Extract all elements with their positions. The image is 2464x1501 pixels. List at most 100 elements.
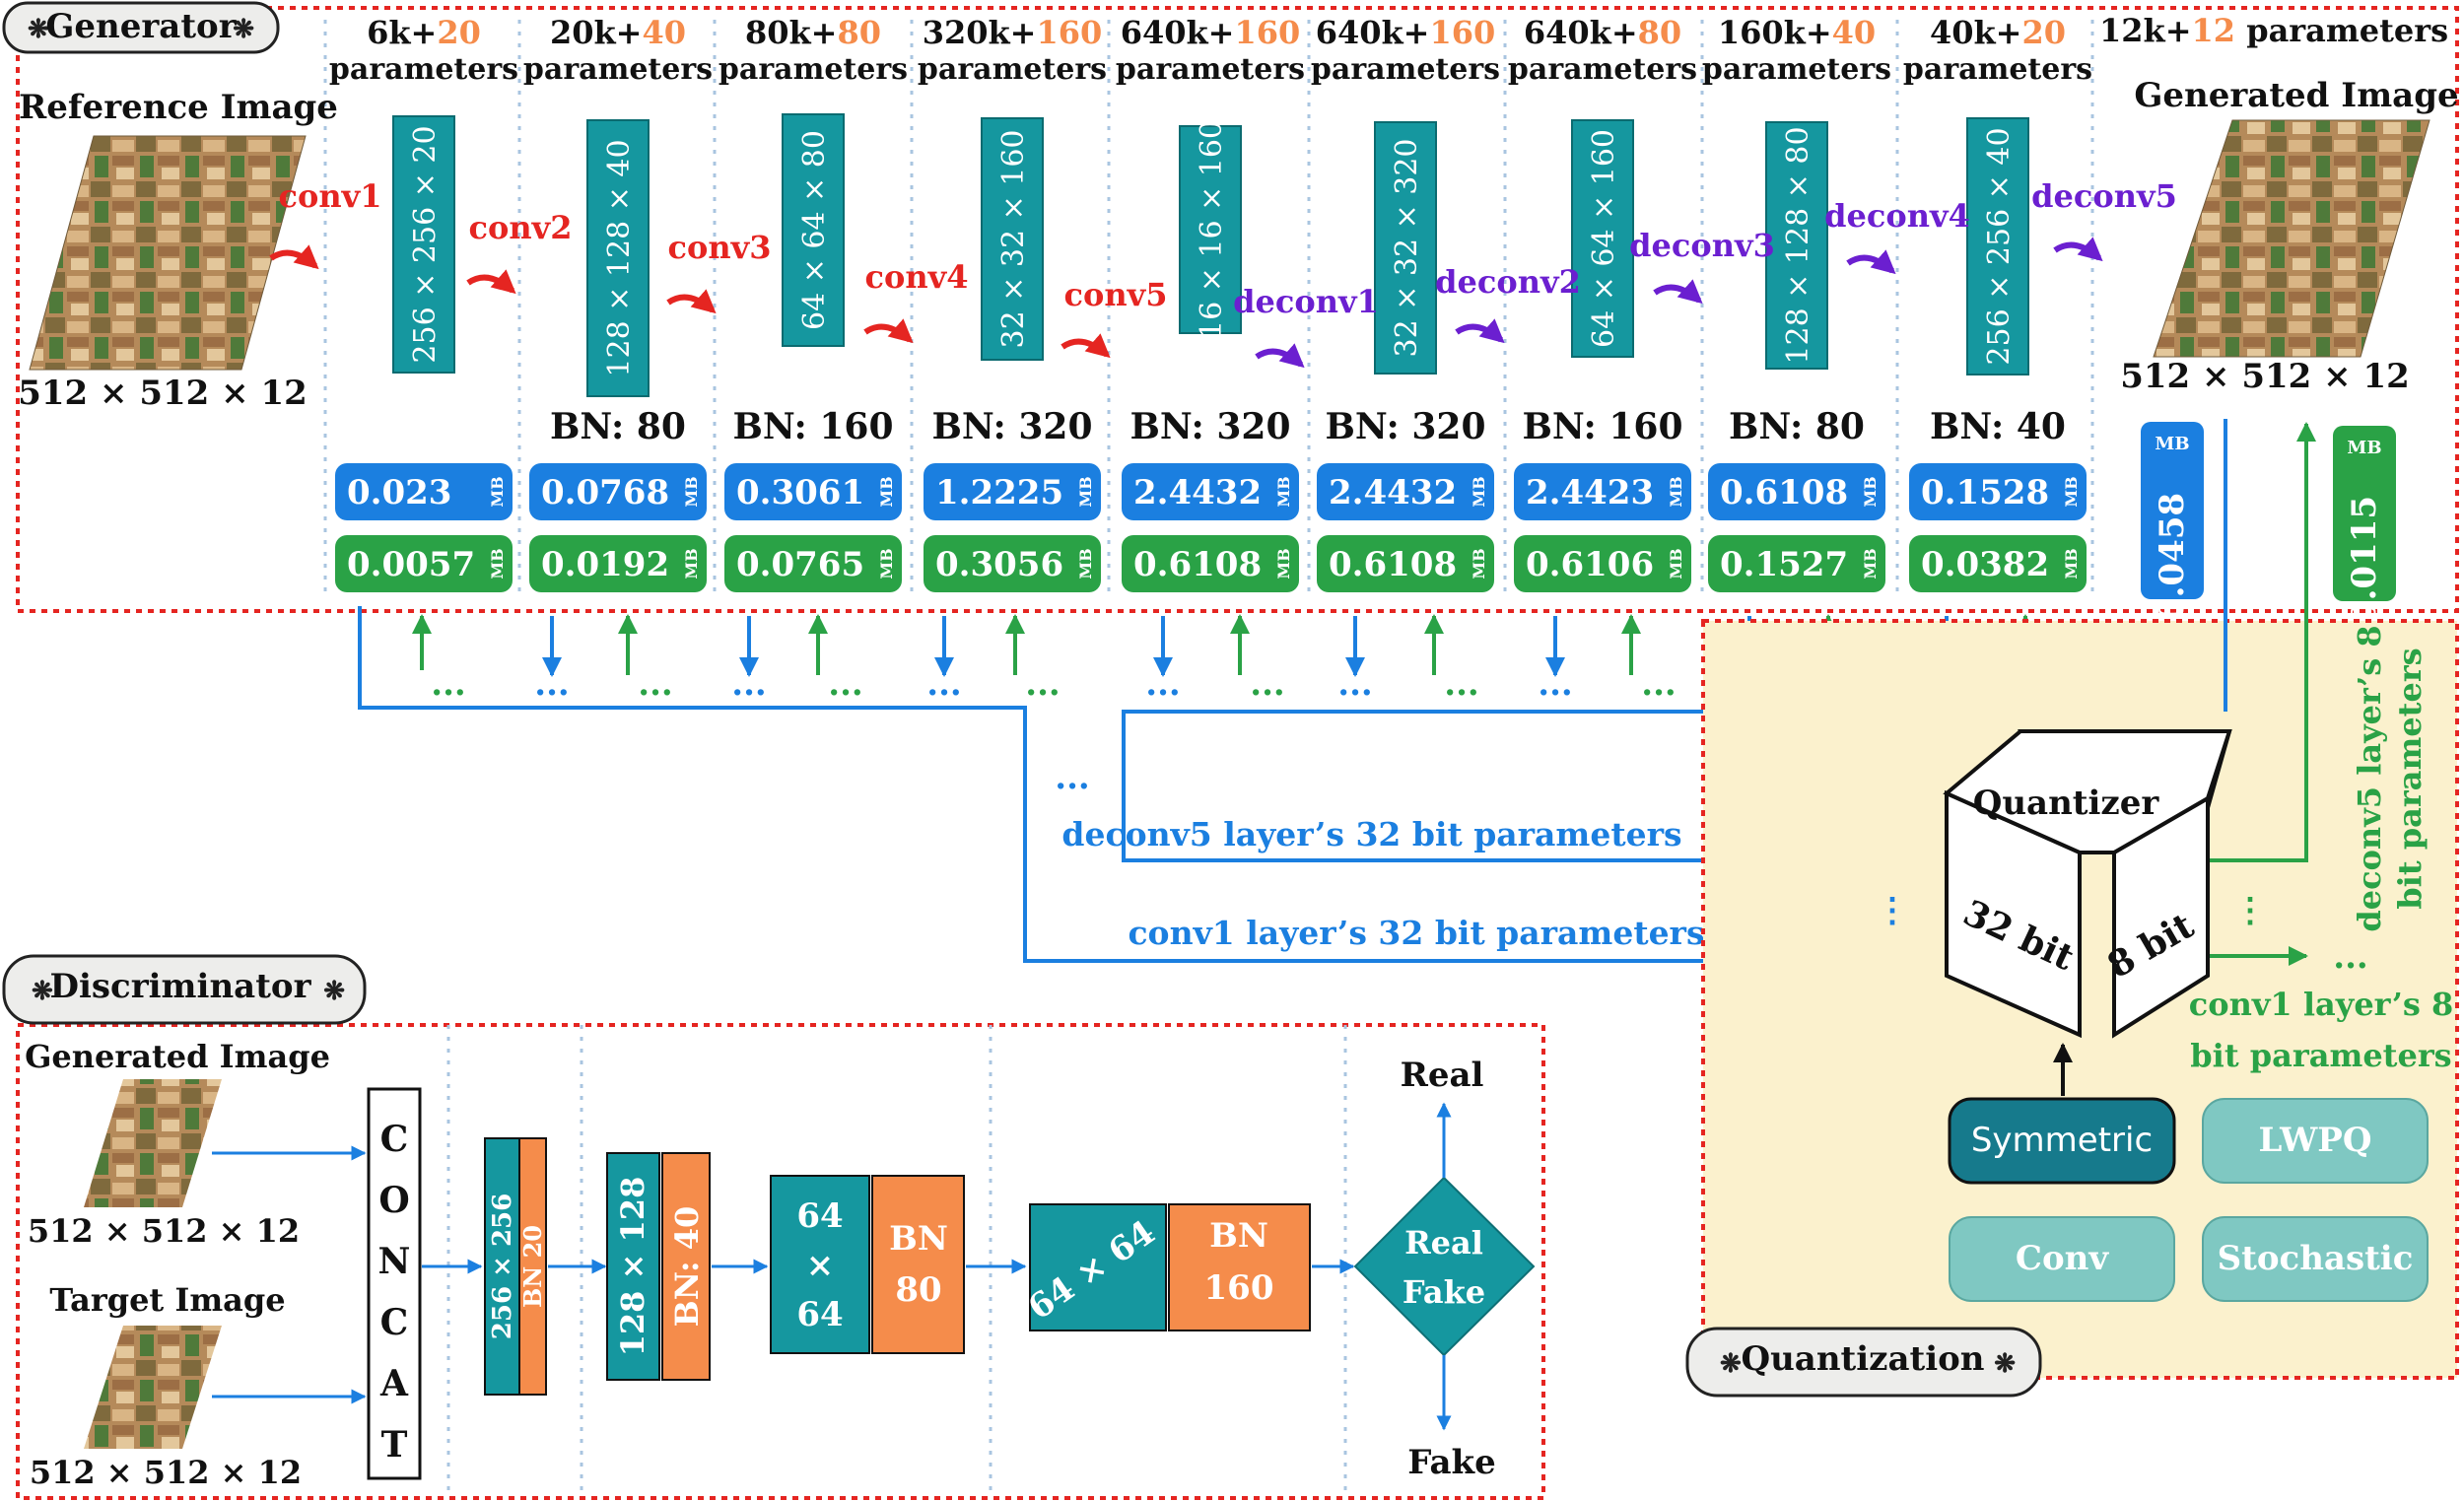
svg-text:...: ... xyxy=(431,664,466,704)
mb-32bit-value: 0.023 xyxy=(347,473,451,512)
mb-8bit-badge xyxy=(924,535,1101,592)
feature-map-size: 16 × 16 × 160 xyxy=(1195,120,1229,339)
feature-map-size: 256 × 256 × 20 xyxy=(408,125,443,363)
layer-params-header: 80k+80 xyxy=(745,14,881,51)
layer-params-header: 6k+20 xyxy=(367,14,481,51)
svg-text:...: ... xyxy=(1337,664,1373,704)
vertical-ellipsis-left: ⋮ xyxy=(1876,891,1909,930)
feature-map-size: 32 × 32 × 320 xyxy=(1390,138,1424,357)
mb-32bit-value: 1.2225 xyxy=(935,473,1063,512)
svg-text:...: ... xyxy=(2333,937,2368,977)
layer-params-word: parameters xyxy=(523,52,713,87)
mb-8bit-value: 0.1527 xyxy=(1720,545,1848,584)
generator-column-dividers xyxy=(323,20,2094,596)
svg-text:Fake: Fake xyxy=(1403,1273,1485,1311)
generated-image-label: Generated Image xyxy=(2134,76,2458,115)
svg-text:256 × 256: 256 × 256 xyxy=(488,1194,517,1339)
operation-label: conv2 xyxy=(469,209,573,246)
operation-label: deconv3 xyxy=(1629,227,1775,264)
feature-map-block xyxy=(981,117,1044,361)
layer-params-word: parameters xyxy=(1508,52,1697,87)
batchnorm-label: BN: 320 xyxy=(931,406,1092,447)
quantizer-label: Quantizer xyxy=(1973,784,2160,823)
feature-map-block xyxy=(1571,119,1634,358)
operation-arrow xyxy=(269,244,319,270)
mb-32bit-value: 2.4423 xyxy=(1526,473,1654,512)
svg-text:MB: MB xyxy=(1274,548,1293,579)
operation-arrow xyxy=(666,289,717,314)
deconv5-8bit-link xyxy=(2208,422,2316,862)
svg-text:...: ... xyxy=(534,664,570,704)
batchnorm-label: BN: 80 xyxy=(550,406,686,447)
feature-map-block xyxy=(782,113,845,347)
mb-32bit-badge xyxy=(724,463,902,520)
svg-text:MB: MB xyxy=(1667,548,1685,579)
mb-8bit-value: 0.6108 xyxy=(1133,545,1262,584)
last-params-header: 12k+12 parameters xyxy=(2099,12,2448,49)
mb-32bit-value: 0.1528 xyxy=(1921,473,2049,512)
svg-text:MB: MB xyxy=(2155,434,2189,454)
layer-params-word: parameters xyxy=(1311,52,1500,87)
svg-text:MB: MB xyxy=(2062,548,2081,579)
last-mb-blue-value: 0.0458 xyxy=(2153,493,2192,621)
svg-text:Stochastic: Stochastic xyxy=(2218,1239,2414,1278)
operation-arrow xyxy=(863,318,914,344)
mb-32bit-badge xyxy=(1514,463,1691,520)
generator-title: Generator xyxy=(45,7,237,46)
layer-params-word: parameters xyxy=(1116,52,1305,87)
conv1-32bit-label: conv1 layer’s 32 bit parameters xyxy=(1128,914,1704,952)
svg-text:64: 64 xyxy=(796,1295,843,1334)
layer-params-word: parameters xyxy=(719,52,908,87)
disc-block-3: 64 × 64 BN 80 xyxy=(770,1175,965,1354)
svg-text:...: ... xyxy=(1250,664,1285,704)
svg-text:MB: MB xyxy=(488,476,507,507)
layer-params-word: parameters xyxy=(1903,52,2092,87)
mb-32bit-value: 2.4432 xyxy=(1133,473,1262,512)
feature-map-size: 32 × 32 × 160 xyxy=(996,129,1031,348)
layer-params-word: parameters xyxy=(918,52,1107,87)
concat-block xyxy=(367,1087,422,1480)
svg-text:BN: BN xyxy=(1209,1216,1268,1256)
svg-text:BN: BN xyxy=(889,1219,948,1259)
generated-image xyxy=(2153,119,2430,358)
operation-label: conv3 xyxy=(668,229,772,266)
feature-map-block xyxy=(1966,117,2029,375)
svg-text:MB: MB xyxy=(877,548,896,579)
operation-arrow xyxy=(1455,318,1505,344)
concat-letter: C xyxy=(380,1119,409,1160)
svg-text:MB: MB xyxy=(2347,438,2381,458)
disc-target-label: Target Image xyxy=(49,1281,285,1319)
svg-text:MB: MB xyxy=(682,548,701,579)
output-fake-label: Fake xyxy=(1407,1443,1496,1482)
layer-params-header: 40k+20 xyxy=(1930,14,2066,51)
mb-8bit-value: 0.6106 xyxy=(1526,545,1654,584)
svg-text:...: ... xyxy=(638,664,673,704)
batchnorm-label: BN: 80 xyxy=(1729,406,1865,447)
operation-arrow xyxy=(1846,249,1896,275)
svg-text:❋: ❋ xyxy=(32,977,53,1006)
concat-letter: A xyxy=(379,1363,409,1404)
svg-text:❋: ❋ xyxy=(323,977,345,1006)
svg-text:BN: 40: BN: 40 xyxy=(668,1206,706,1328)
svg-text:...: ... xyxy=(828,664,863,704)
mb-32bit-badge xyxy=(335,463,513,520)
mb-32bit-badge xyxy=(1909,463,2087,520)
feature-map-block xyxy=(586,119,650,397)
svg-text:MB: MB xyxy=(1861,476,1880,507)
disc-block-1: 256 × 256 BN 20 xyxy=(484,1137,547,1396)
operation-arrow xyxy=(1061,333,1111,359)
conv1-8bit-label-2: bit parameters xyxy=(2190,1037,2451,1074)
mb-8bit-badge xyxy=(1909,535,2087,592)
discriminator-tag: ❋ Discriminator ❋ xyxy=(2,954,367,1025)
batchnorm-label: BN: 40 xyxy=(1930,406,2066,447)
layer-params-header: 640k+80 xyxy=(1524,14,1681,51)
svg-text:MB: MB xyxy=(1076,548,1095,579)
last-mb-blue-badge: MB 0.0458 xyxy=(2141,422,2204,621)
